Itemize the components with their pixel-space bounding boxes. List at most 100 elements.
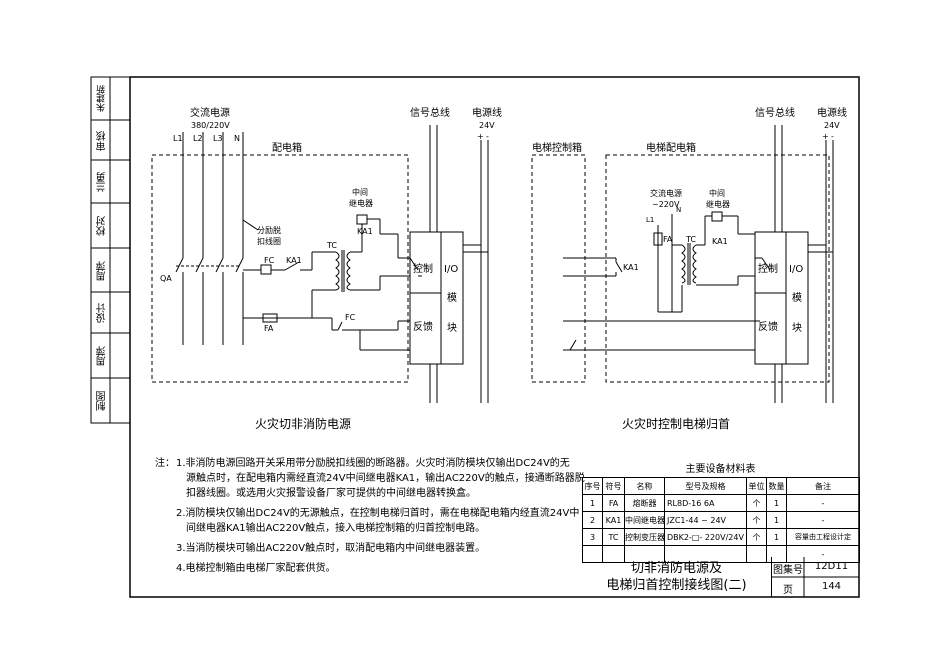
table-cell: 1 (582, 494, 603, 512)
table-cell: TC (602, 528, 625, 546)
drawing-title: 切非消防电源及 电梯归首控制接线图(二) (582, 557, 772, 597)
elevator-distribution-box (605, 154, 830, 383)
relay-name-left: KA1 (357, 227, 373, 236)
table-cell: KA1 (602, 511, 625, 529)
atlas-number: 12D11 (814, 561, 849, 572)
io-mo-label-left: 模 (447, 292, 457, 304)
io-label-right: I/O (789, 264, 803, 275)
table-cell: 1 (766, 511, 787, 529)
material-table: 序号 符号 名称 型号及规格 单位 数量 备注 1 FA 熔断器 RL8D-16… (582, 477, 860, 563)
control-label-left: 控制 (413, 262, 433, 275)
table-header: 型号及规格 (664, 477, 747, 495)
io-kuai-label-right: 块 (792, 322, 802, 334)
atlas-label: 图集号 (773, 565, 803, 576)
note-line-5: 间继电器KA1输出AC220V触点，接入电梯控制箱的归首控制电路。 (186, 523, 486, 534)
sidebar-role-1: 朱建新 (97, 85, 107, 113)
elevator-distribution-box-label: 电梯配电箱 (646, 141, 696, 154)
power-polarity-left-minus: - (486, 132, 489, 141)
table-row: - (582, 545, 860, 563)
note-line-3: 扣器线圈。或选用火灾报警设备厂家可提供的中间继电器转换盒。 (186, 488, 476, 499)
power-polarity-left: + (477, 132, 484, 141)
table-cell: - (786, 511, 860, 529)
io-mo-label-right: 模 (792, 292, 802, 304)
table-cell: JZC1-44 ~ 24V (664, 511, 747, 529)
power-polarity-right: + (822, 132, 829, 141)
phase-label-l1: L1 (173, 134, 183, 143)
table-row: 1 FA 熔断器 RL8D-16 6A 个 1 - (582, 494, 860, 512)
distribution-box-label: 配电箱 (272, 141, 302, 154)
shunt-coil-label-2: 扣线圈 (257, 236, 281, 246)
relay-label-right-1: 中间 (709, 188, 725, 198)
signal-bus-label-left: 信号总线 (410, 106, 450, 119)
table-header: 备注 (786, 477, 860, 495)
title-line-1: 切非消防电源及 (630, 561, 722, 576)
table-cell: DBK2-□- 220V/24V (664, 528, 747, 546)
fa-label-left: FA (264, 324, 274, 333)
notes-prefix: 注： (155, 458, 175, 469)
table-header: 符号 (602, 477, 625, 495)
fc-label-2: FC (345, 313, 356, 322)
caption-left: 火灾切非消防电源 (255, 416, 351, 431)
l1-label-right: L1 (646, 216, 654, 224)
table-cell: 熔断器 (624, 494, 665, 512)
sidebar-role-7: 周萍 (97, 346, 108, 366)
page-number: 144 (821, 581, 842, 592)
table-cell: 个 (746, 511, 767, 529)
ka1-contact-label-left: KA1 (286, 256, 302, 265)
io-label-left: I/O (444, 264, 458, 275)
relay-label-right-2: 继电器 (706, 199, 730, 209)
caption-right: 火灾时控制电梯归首 (622, 416, 730, 431)
table-cell: 1 (766, 494, 787, 512)
relay-name-right: KA1 (712, 237, 728, 246)
breaker-label: QA (160, 274, 172, 283)
table-header: 名称 (624, 477, 665, 495)
sidebar-role-8: 制图 (97, 391, 108, 411)
control-label-right: 控制 (758, 262, 778, 275)
note-line-2: 源触点时，在配电箱内需经直流24V中间继电器KA1，输出AC220V的触点，接通… (186, 473, 585, 484)
table-cell: 3 (582, 528, 603, 546)
elevator-control-box (531, 154, 586, 383)
ac-source-label-right: 交流电源 (650, 188, 682, 198)
ac-source-voltage: 380/220V (191, 121, 230, 130)
table-cell: 容量由工程设计定 (786, 528, 860, 546)
table-row: 2 KA1 中间继电器 JZC1-44 ~ 24V 个 1 - (582, 511, 860, 529)
tc-label-left: TC (326, 241, 337, 250)
io-kuai-label-left: 块 (447, 322, 457, 334)
table-row: 3 TC 控制变压器 DBK2-□- 220V/24V 个 1 容量由工程设计定 (582, 528, 860, 546)
power-polarity-right-minus: - (831, 132, 834, 141)
table-cell: RL8D-16 6A (664, 494, 747, 512)
note-line-4: 2.消防模块仅输出DC24V的无源触点，在控制电梯归首时，需在电梯配电箱内经直流… (176, 508, 580, 519)
note-line-6: 3.当消防模块可输出AC220V触点时，取消配电箱内中间继电器装置。 (176, 543, 486, 554)
tc-label-right: TC (685, 235, 696, 244)
power-voltage-right: 24V (824, 121, 840, 130)
table-cell: FA (602, 494, 625, 512)
table-cell: 控制变压器 (624, 528, 665, 546)
title-line-2: 电梯归首控制接线图(二) (606, 578, 747, 593)
phase-label-l3: L3 (213, 134, 223, 143)
note-line-1: 1.非消防电源回路开关采用带分励脱扣线圈的断路器。火灾时消防模块仅输出DC24V… (176, 458, 570, 469)
power-voltage-left: 24V (479, 121, 495, 130)
sidebar-role-5: 周萍 (97, 261, 108, 281)
table-cell: 1 (766, 528, 787, 546)
table-header: 单位 (746, 477, 767, 495)
ac-source-voltage-right: ~220V (652, 200, 680, 209)
fc-label-1: FC (264, 256, 275, 265)
feedback-label-left: 反馈 (413, 320, 433, 333)
elevator-control-box-label: 电梯控制箱 (532, 141, 582, 154)
relay-label-1: 中间 (352, 187, 368, 197)
sidebar-role-3: 兰勇 (97, 172, 108, 192)
sidebar-role-6: 设计 (97, 303, 108, 323)
title-block-grid (772, 557, 859, 597)
table-cell: 个 (746, 528, 767, 546)
signal-bus-label-right: 信号总线 (755, 106, 795, 119)
material-table-caption: 主要设备材料表 (685, 464, 756, 475)
fa-label-right: FA (663, 235, 673, 244)
shunt-coil-label-1: 分励脱 (257, 225, 281, 235)
n-label-right: N (676, 206, 681, 214)
table-cell: 个 (746, 494, 767, 512)
title-block: 切非消防电源及 电梯归首控制接线图(二) 图集号 12D11 页 144 (582, 557, 859, 597)
note-line-7: 4.电梯控制箱由电梯厂家配套供货。 (176, 563, 336, 574)
page-label: 页 (783, 585, 793, 596)
table-cell: - (786, 494, 860, 512)
